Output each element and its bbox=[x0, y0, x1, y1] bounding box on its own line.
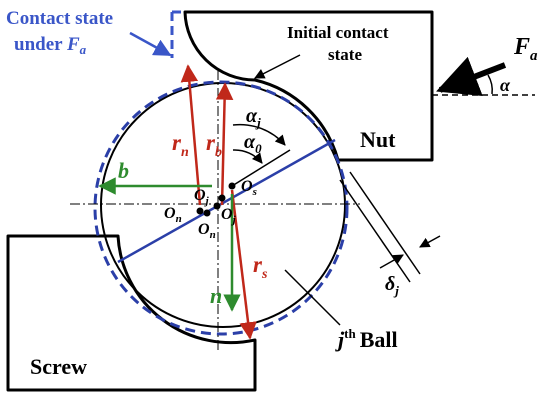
ball-leader bbox=[284, 269, 341, 326]
r-b-label: rb bbox=[206, 130, 222, 160]
n-label: n bbox=[210, 283, 222, 308]
normal-line-black bbox=[231, 149, 291, 187]
initial-contact-label-1: Initial contact bbox=[287, 23, 389, 42]
r-n-arrow bbox=[180, 64, 202, 206]
point-O-n2 bbox=[196, 207, 204, 215]
nut-loaded-outline bbox=[170, 10, 185, 58]
point-O-j bbox=[218, 194, 226, 202]
contact-state-leader bbox=[129, 31, 172, 57]
r-s-label: rs bbox=[253, 252, 268, 282]
alpha-0-arc bbox=[232, 149, 263, 164]
O-j-lower-label: Oj bbox=[221, 206, 237, 226]
delta-arrow-2 bbox=[419, 235, 441, 248]
contact-state-label-1: Contact state bbox=[6, 8, 113, 29]
O-n-left-label: On bbox=[164, 205, 182, 225]
delta-line-2 bbox=[349, 171, 421, 275]
delta-arrow-1 bbox=[379, 254, 404, 269]
r-s-arrow bbox=[230, 189, 257, 340]
force-arrow bbox=[436, 56, 507, 97]
point-O-s bbox=[228, 182, 236, 190]
alpha-j-label: αj bbox=[246, 105, 261, 130]
contact-angle-line bbox=[117, 138, 336, 264]
r-b-arrow bbox=[215, 82, 234, 206]
alpha-j-arc bbox=[232, 123, 286, 146]
b-label: b bbox=[118, 158, 129, 183]
r-n-label: rn bbox=[172, 130, 189, 160]
point-O-n bbox=[203, 209, 211, 217]
delta-label: δj bbox=[385, 273, 399, 298]
screw-label: Screw bbox=[30, 354, 87, 379]
alpha-label: α bbox=[500, 75, 511, 95]
ball-loaded bbox=[93, 80, 349, 336]
contact-state-label-2: under Fa bbox=[14, 34, 87, 57]
force-label: Fa bbox=[513, 34, 538, 64]
O-s-label: Os bbox=[241, 178, 257, 198]
initial-contact-label-2: state bbox=[328, 45, 362, 64]
alpha-0-label: α0 bbox=[244, 131, 262, 156]
O-j-upper-label: Oj bbox=[194, 187, 210, 207]
O-n-lower-label: On bbox=[198, 221, 216, 241]
alpha-force-arc bbox=[487, 74, 493, 95]
delta-line-1 bbox=[339, 179, 411, 283]
initial-state-leader bbox=[254, 54, 301, 79]
point-O-j2 bbox=[213, 202, 221, 210]
nut-label: Nut bbox=[360, 127, 396, 152]
